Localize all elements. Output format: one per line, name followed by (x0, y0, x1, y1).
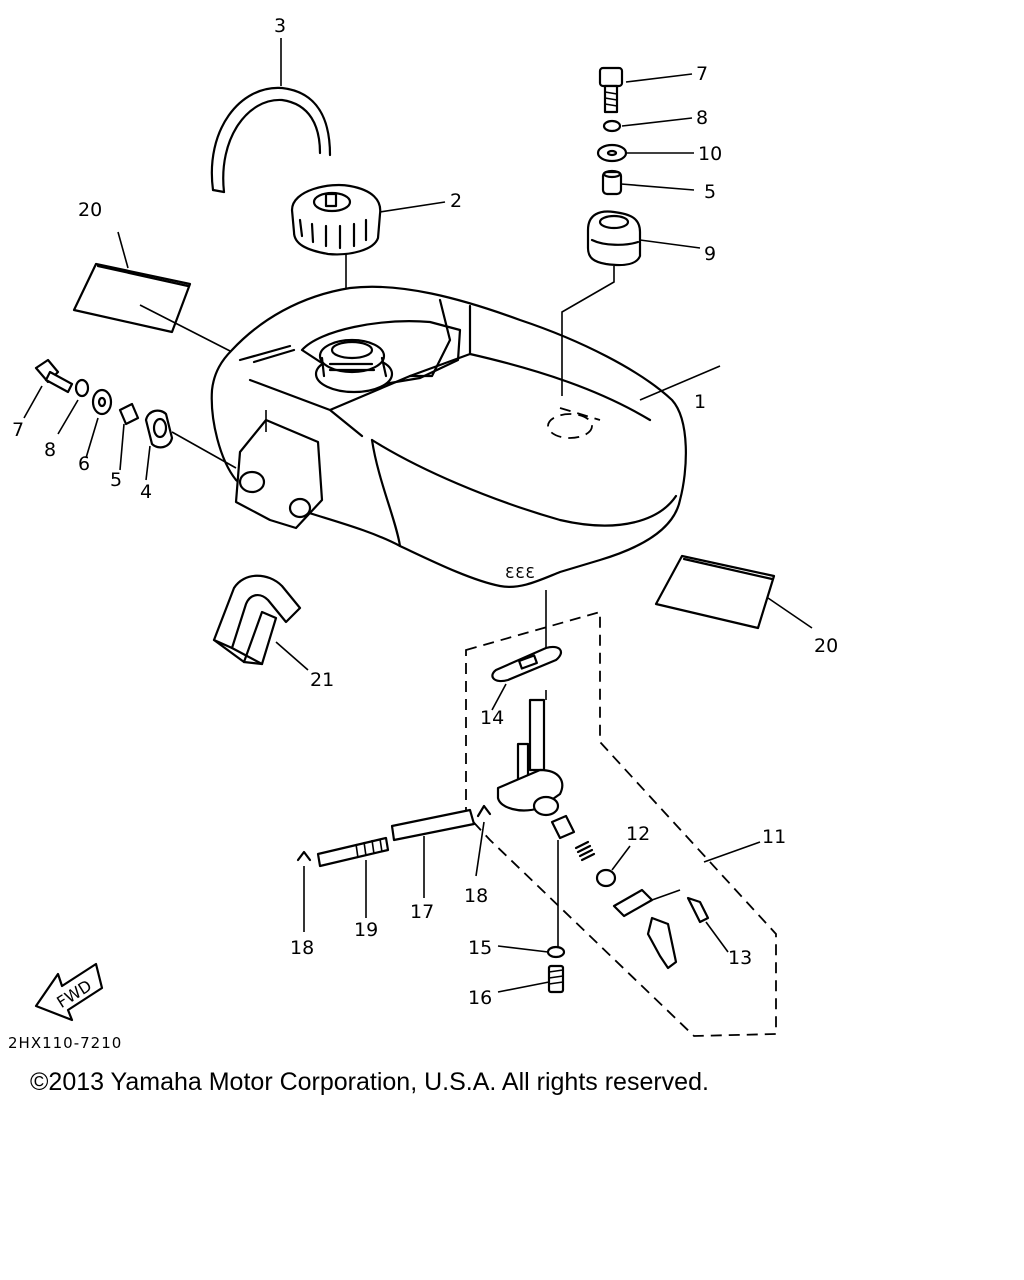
callout-20-lower: 20 (814, 635, 838, 657)
callout-12: 12 (626, 823, 650, 845)
fuel-tank-part: ƐƐƐ (210, 285, 721, 588)
spring-washer-left-part (57, 378, 90, 435)
callout-8-left: 8 (44, 439, 56, 461)
fuel-cock-body-part (496, 690, 564, 817)
callout-13: 13 (728, 947, 752, 969)
bolt-left-part (23, 358, 74, 419)
breather-hose-part (210, 38, 332, 194)
collar-left-part (118, 402, 140, 471)
callout-2: 2 (450, 190, 462, 212)
callout-21: 21 (310, 669, 334, 691)
clip-small-part-b (475, 804, 492, 877)
fuel-tank-exploded-diagram: ƐƐƐ (8, 15, 838, 1050)
callout-9: 9 (704, 243, 716, 265)
plate-part (612, 888, 681, 970)
callout-18-right: 18 (464, 885, 488, 907)
callout-20-upper: 20 (78, 199, 102, 221)
callout-14: 14 (480, 707, 504, 729)
callout-7-left: 7 (12, 419, 24, 441)
callout-5-left: 5 (110, 469, 122, 491)
bolt-lower-part (497, 964, 565, 994)
sticker-part-upper (72, 231, 233, 353)
forward-arrow-icon: FWD (34, 962, 104, 1022)
nut-part (497, 945, 566, 959)
callout-1: 1 (694, 391, 706, 413)
callout-16: 16 (468, 987, 492, 1009)
callout-15: 15 (468, 937, 492, 959)
bolt-upper-part (598, 66, 693, 114)
callout-11: 11 (762, 826, 786, 848)
clip-small-part-a (296, 850, 312, 932)
callout-6: 6 (78, 453, 90, 475)
tank-stamp: ƐƐƐ (505, 564, 536, 582)
clip-part (212, 574, 309, 671)
washer-part (596, 143, 694, 163)
damper-left-part (144, 409, 237, 481)
callout-5-right: 5 (704, 181, 716, 203)
washer-left-part (85, 388, 113, 459)
callout-7-right: 7 (696, 63, 708, 85)
spring-washer-part (602, 117, 693, 133)
filter-part (316, 836, 390, 918)
damper-part (561, 210, 701, 396)
sticker-part-lower (654, 554, 813, 630)
callout-10: 10 (698, 143, 722, 165)
o-ring-part (595, 845, 631, 888)
copyright-notice: ©2013 Yamaha Motor Corporation, U.S.A. A… (30, 1068, 709, 1096)
callout-19: 19 (354, 919, 378, 941)
lever-part (550, 814, 576, 948)
pipe-part (390, 808, 476, 898)
drawing-code: 2HX110-7210 (8, 1034, 122, 1050)
callout-17: 17 (410, 901, 434, 923)
fuel-cock-assembly (465, 590, 777, 1037)
fuel-cap-part (290, 184, 446, 340)
collar-part (601, 169, 695, 196)
callout-3: 3 (274, 15, 286, 37)
callout-labels: 1 2 3 4 5 5 6 7 7 8 8 9 10 11 12 13 14 1… (12, 15, 838, 1009)
callout-8-right: 8 (696, 107, 708, 129)
spring-part (574, 840, 596, 862)
screw-part (686, 896, 729, 953)
callout-18-left: 18 (290, 937, 314, 959)
callout-4: 4 (140, 481, 152, 503)
gasket-part (491, 645, 563, 711)
